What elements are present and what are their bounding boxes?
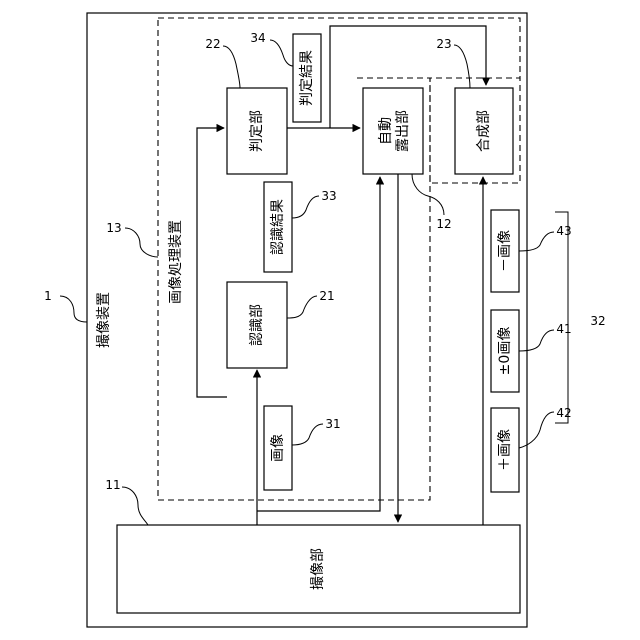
- ref-12: 12: [436, 217, 451, 231]
- leader-42: [519, 412, 554, 448]
- composition-unit-label: 合成部: [476, 110, 492, 152]
- judgment-result-label: 判定結果: [299, 50, 315, 106]
- device-label: 撮像装置: [95, 292, 112, 348]
- ref-22: 22: [205, 37, 220, 51]
- ref-33: 33: [321, 189, 336, 203]
- leader-22: [223, 46, 240, 88]
- leader-12: [412, 174, 444, 215]
- ref-41: 41: [556, 322, 571, 336]
- processing-device-label: 画像処理装置: [168, 220, 184, 304]
- ref-42: 42: [556, 406, 571, 420]
- ref-1: 1: [44, 289, 52, 303]
- leader-33: [292, 196, 319, 218]
- ref-34: 34: [250, 31, 265, 45]
- plus-image-label: ＋画像: [497, 429, 513, 471]
- recognition-result-label: 認識結果: [270, 199, 286, 255]
- ref-13: 13: [106, 221, 121, 235]
- leader-1: [60, 296, 87, 322]
- zero-image-label: ±0画像: [497, 327, 513, 376]
- ref-21: 21: [319, 289, 334, 303]
- leader-43: [519, 232, 554, 251]
- leader-31: [292, 424, 323, 445]
- leader-13: [125, 228, 158, 257]
- image-data-label: 画像: [270, 434, 286, 462]
- leader-11: [122, 487, 148, 525]
- imaging-unit-label: 撮像部: [309, 548, 326, 590]
- ref-31: 31: [325, 417, 340, 431]
- ref-23: 23: [436, 37, 451, 51]
- leader-34: [270, 40, 293, 66]
- judgment-unit-label: 判定部: [249, 110, 265, 152]
- ref-11: 11: [105, 478, 120, 492]
- leader-23: [454, 45, 470, 88]
- group-brace-32: [555, 212, 568, 423]
- ref-43: 43: [556, 224, 571, 238]
- arrow-recognition-to-judgment: [197, 128, 227, 397]
- minus-image-label: －画像: [497, 230, 513, 272]
- ref-32: 32: [590, 314, 605, 328]
- leader-41: [519, 330, 554, 351]
- leader-21: [287, 296, 317, 318]
- recognition-unit-label: 認識部: [249, 304, 265, 346]
